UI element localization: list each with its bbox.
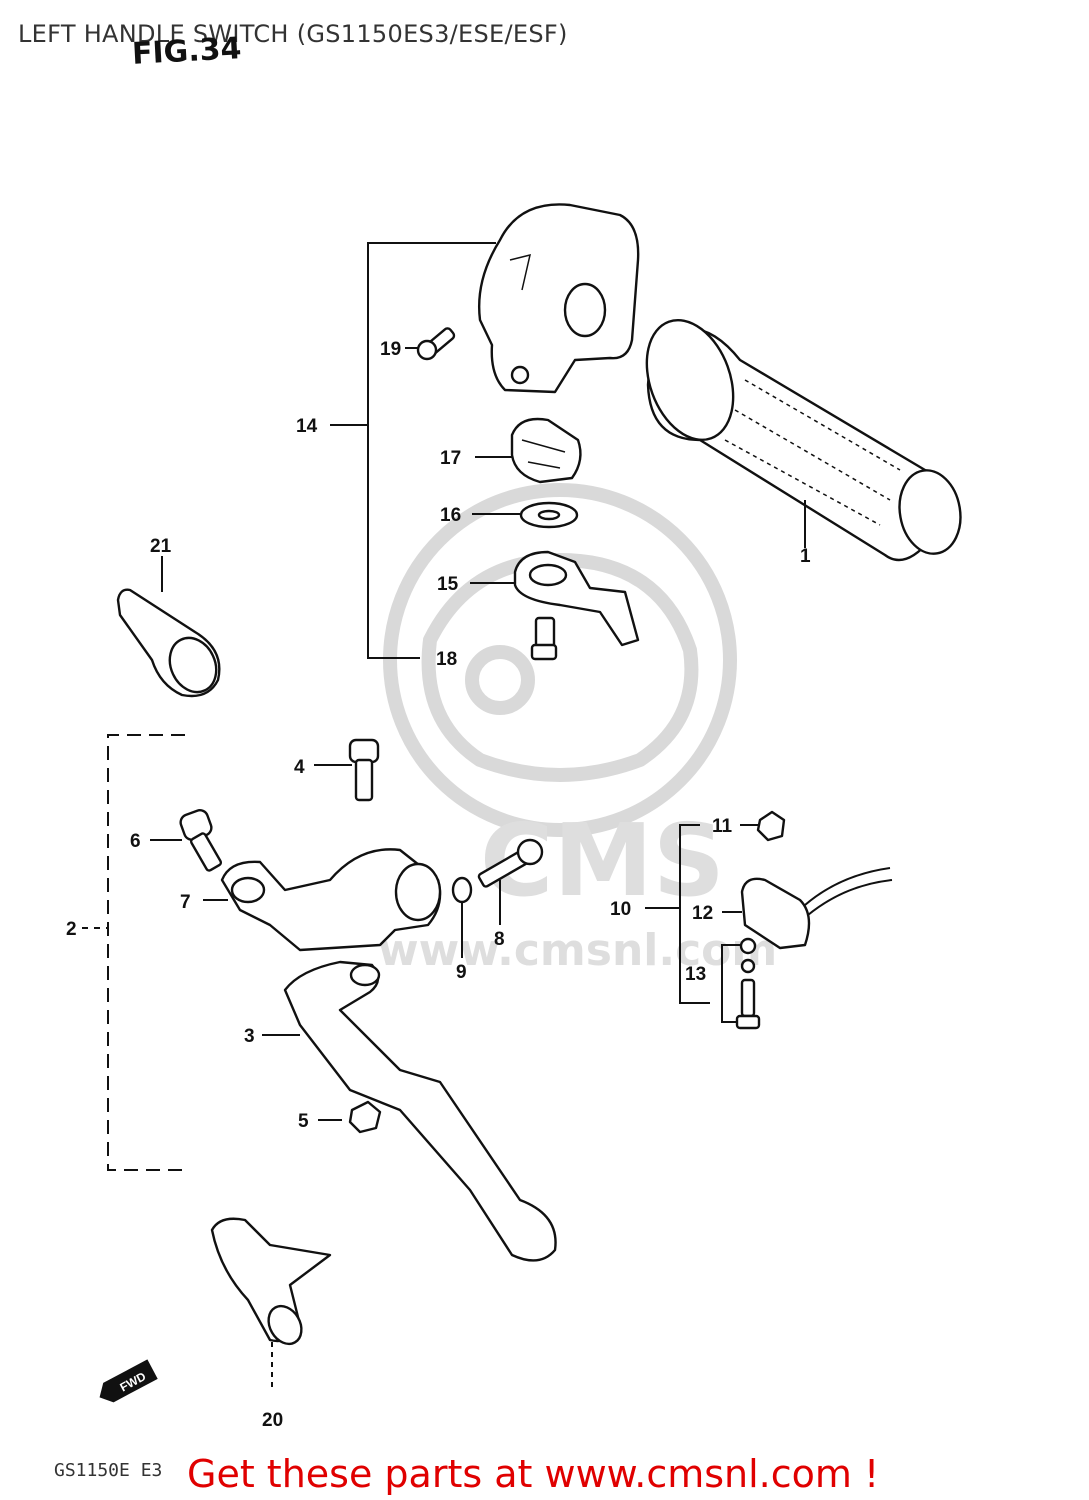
part-21-boot [116, 556, 221, 698]
bracket-10 [645, 824, 740, 1023]
part-18-screw [530, 616, 558, 661]
part-1-grip [645, 318, 962, 562]
bracket-14 [330, 242, 496, 659]
part-9-washer [451, 876, 473, 958]
figure-number: FIG.34 [131, 31, 243, 72]
part-11-clip [740, 810, 786, 842]
callout-9: 9 [456, 962, 467, 983]
callout-2: 2 [66, 919, 77, 940]
part-8-bolt [477, 838, 544, 925]
part-4-pivot-bolt [314, 738, 380, 802]
watermark-mascot-eye [465, 645, 535, 715]
watermark-url: www.cmsnl.com [378, 925, 777, 976]
bracket-2 [82, 734, 185, 1171]
promo-link[interactable]: Get these parts at www.cmsnl.com ! [187, 1452, 880, 1496]
part-7-lever-holder [203, 848, 442, 952]
callout-20: 20 [262, 1410, 283, 1431]
callout-5: 5 [298, 1111, 309, 1132]
part-3-clutch-lever [262, 960, 557, 1262]
part-20-cover [210, 1217, 332, 1390]
fwd-arrow-icon: FWD [99, 1359, 158, 1403]
callout-8: 8 [494, 929, 505, 950]
part-6-bolt [150, 809, 223, 872]
callout-19: 19 [380, 339, 401, 360]
watermark-mascot-ring [383, 483, 737, 837]
callout-3: 3 [244, 1026, 255, 1047]
callout-17: 17 [440, 448, 461, 469]
callout-18: 18 [436, 649, 457, 670]
callout-21: 21 [150, 536, 172, 557]
callout-4: 4 [294, 757, 305, 778]
part-12-clutch-switch [722, 867, 893, 950]
diagram-code: GS1150E E3 [54, 1460, 163, 1481]
part-15-switch-base [470, 550, 640, 647]
part-19-screw [405, 327, 456, 361]
part-14-switch-housing [478, 203, 640, 394]
callout-7: 7 [180, 892, 191, 913]
callout-10: 10 [610, 899, 631, 920]
callout-16: 16 [440, 505, 461, 526]
callout-14: 14 [296, 416, 318, 437]
callout-12: 12 [692, 903, 713, 924]
callout-1: 1 [800, 546, 811, 567]
part-13-screws [735, 937, 761, 1030]
callout-13: 13 [685, 964, 706, 985]
part-5-nut [318, 1100, 382, 1134]
page-title: LEFT HANDLE SWITCH (GS1150ES3/ESE/ESF) [18, 20, 568, 48]
callout-11: 11 [712, 816, 733, 837]
callout-6: 6 [130, 831, 141, 852]
part-17-switch-knob [475, 417, 582, 484]
part-16-washer [472, 501, 579, 529]
callout-15: 15 [437, 574, 459, 595]
